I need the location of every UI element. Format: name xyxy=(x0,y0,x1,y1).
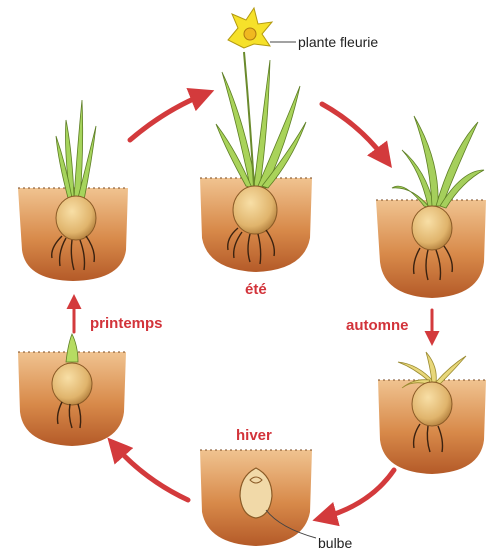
bulb-icon xyxy=(52,363,92,405)
bulb-icon xyxy=(233,186,277,234)
flower-label: plante fleurie xyxy=(298,34,378,50)
stage-autumn xyxy=(376,116,486,298)
bulb-icon xyxy=(412,206,452,250)
stage-winter-dormant xyxy=(200,450,316,546)
sprout-icon xyxy=(66,334,78,362)
arrow-spring-to-summer-icon xyxy=(130,94,205,140)
arrow-winter-to-spring-icon xyxy=(114,445,188,500)
bulb-label: bulbe xyxy=(318,535,352,551)
arrow-autumn-to-winter-icon xyxy=(322,470,394,518)
stage-summer-flowering xyxy=(200,8,312,272)
season-label-summer: été xyxy=(245,281,267,298)
flower-icon xyxy=(228,8,272,48)
leaf-icon xyxy=(216,60,306,188)
season-label-autumn: automne xyxy=(346,317,409,334)
leaf-icon xyxy=(56,100,96,200)
stage-early-spring xyxy=(18,334,126,446)
bulb-icon xyxy=(412,382,452,426)
stage-spring-growth xyxy=(18,100,128,281)
bulb-icon xyxy=(56,196,96,240)
season-label-spring: printemps xyxy=(90,315,163,332)
season-label-winter: hiver xyxy=(236,427,272,444)
leaf-icon xyxy=(392,116,484,208)
stage-late-autumn xyxy=(378,352,486,474)
arrow-summer-to-autumn-icon xyxy=(322,104,386,160)
